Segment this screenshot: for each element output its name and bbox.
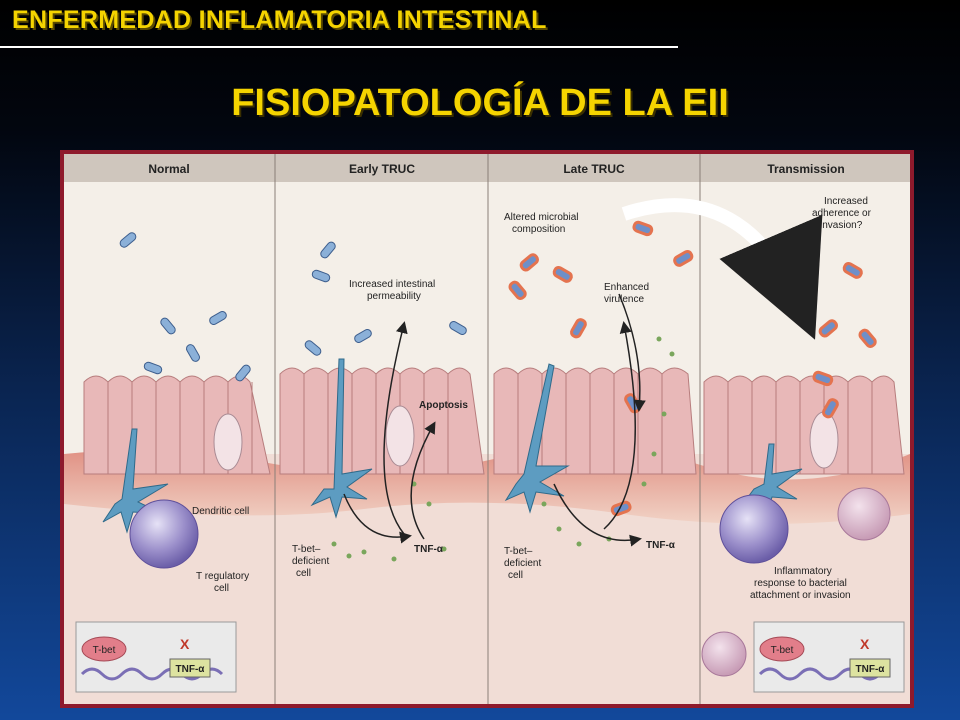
panel-title-early-truc: Early TRUC <box>349 162 415 176</box>
t-regulatory-cell <box>719 494 789 564</box>
label-tbet-deficient-2: deficient <box>292 556 329 567</box>
panel-title-transmission: Transmission <box>767 162 844 176</box>
slide-title: FISIOPATOLOGÍA DE LA EII <box>231 82 729 124</box>
t-regulatory-cell <box>129 499 199 569</box>
inflammatory-cell <box>701 631 747 677</box>
pathway-arrows <box>343 293 646 547</box>
slide-header: ENFERMEDAD INFLAMATORIA INTESTINAL <box>12 6 547 34</box>
label-increased: Increased <box>824 196 868 207</box>
gene-inset-normal: T-bet X TNF-α <box>75 621 237 693</box>
transmission-arrow <box>621 198 823 340</box>
gene-inset-transmission: T-bet X TNF-α <box>753 621 905 693</box>
figure-svg: Normal Early TRUC Late TRUC Transmission <box>64 154 910 704</box>
tnf-gene-label: TNF-α <box>856 664 886 675</box>
label-altered-microbial-2: composition <box>512 224 565 235</box>
label-tbet-deficient-3: cell <box>296 568 311 579</box>
label-enhanced-virulence-2: virulence <box>604 294 644 305</box>
label-tbet-deficient: T-bet– <box>292 544 321 555</box>
label-tbet-deficient-late-2: deficient <box>504 558 541 569</box>
label-adherence: adherence or <box>812 208 872 219</box>
label-inflammatory: Inflammatory <box>774 566 832 577</box>
goblet-cells <box>213 405 839 471</box>
label-invasion: invasion? <box>820 220 863 231</box>
label-tnf-late: TNF-α <box>646 540 676 551</box>
label-inflammatory-3: attachment or invasion <box>750 590 851 601</box>
tnf-gene-label: TNF-α <box>176 664 206 675</box>
label-t-regulatory: T regulatory <box>196 571 249 582</box>
label-intestinal-permeability: Increased intestinal <box>349 279 435 290</box>
panel-title-late-truc: Late TRUC <box>563 162 625 176</box>
panel-title-normal: Normal <box>148 162 189 176</box>
tbet-label: T-bet <box>771 645 794 656</box>
inhibit-mark: X <box>180 636 190 652</box>
label-intestinal-permeability-2: permeability <box>367 291 421 302</box>
label-enhanced-virulence: Enhanced <box>604 282 649 293</box>
label-inflammatory-2: response to bacterial <box>754 578 847 589</box>
label-t-regulatory-cell: cell <box>214 583 229 594</box>
epithelium <box>83 367 905 475</box>
label-altered-microbial: Altered microbial <box>504 212 578 223</box>
bacteria <box>119 232 467 382</box>
tnf-molecules <box>331 336 675 562</box>
panel-header-band <box>64 154 910 182</box>
label-tbet-deficient-late: T-bet– <box>504 546 533 557</box>
label-tbet-deficient-late-3: cell <box>508 570 523 581</box>
pathophysiology-figure: Normal Early TRUC Late TRUC Transmission <box>60 150 914 708</box>
label-tnf-early: TNF-α <box>414 544 444 555</box>
tbet-label: T-bet <box>93 645 116 656</box>
inhibit-mark: X <box>860 636 870 652</box>
inflammatory-cell <box>837 487 891 541</box>
cell-borders <box>107 374 873 474</box>
label-dendritic-cell: Dendritic cell <box>192 506 249 517</box>
label-apoptosis: Apoptosis <box>419 400 468 411</box>
header-rule <box>0 46 678 48</box>
